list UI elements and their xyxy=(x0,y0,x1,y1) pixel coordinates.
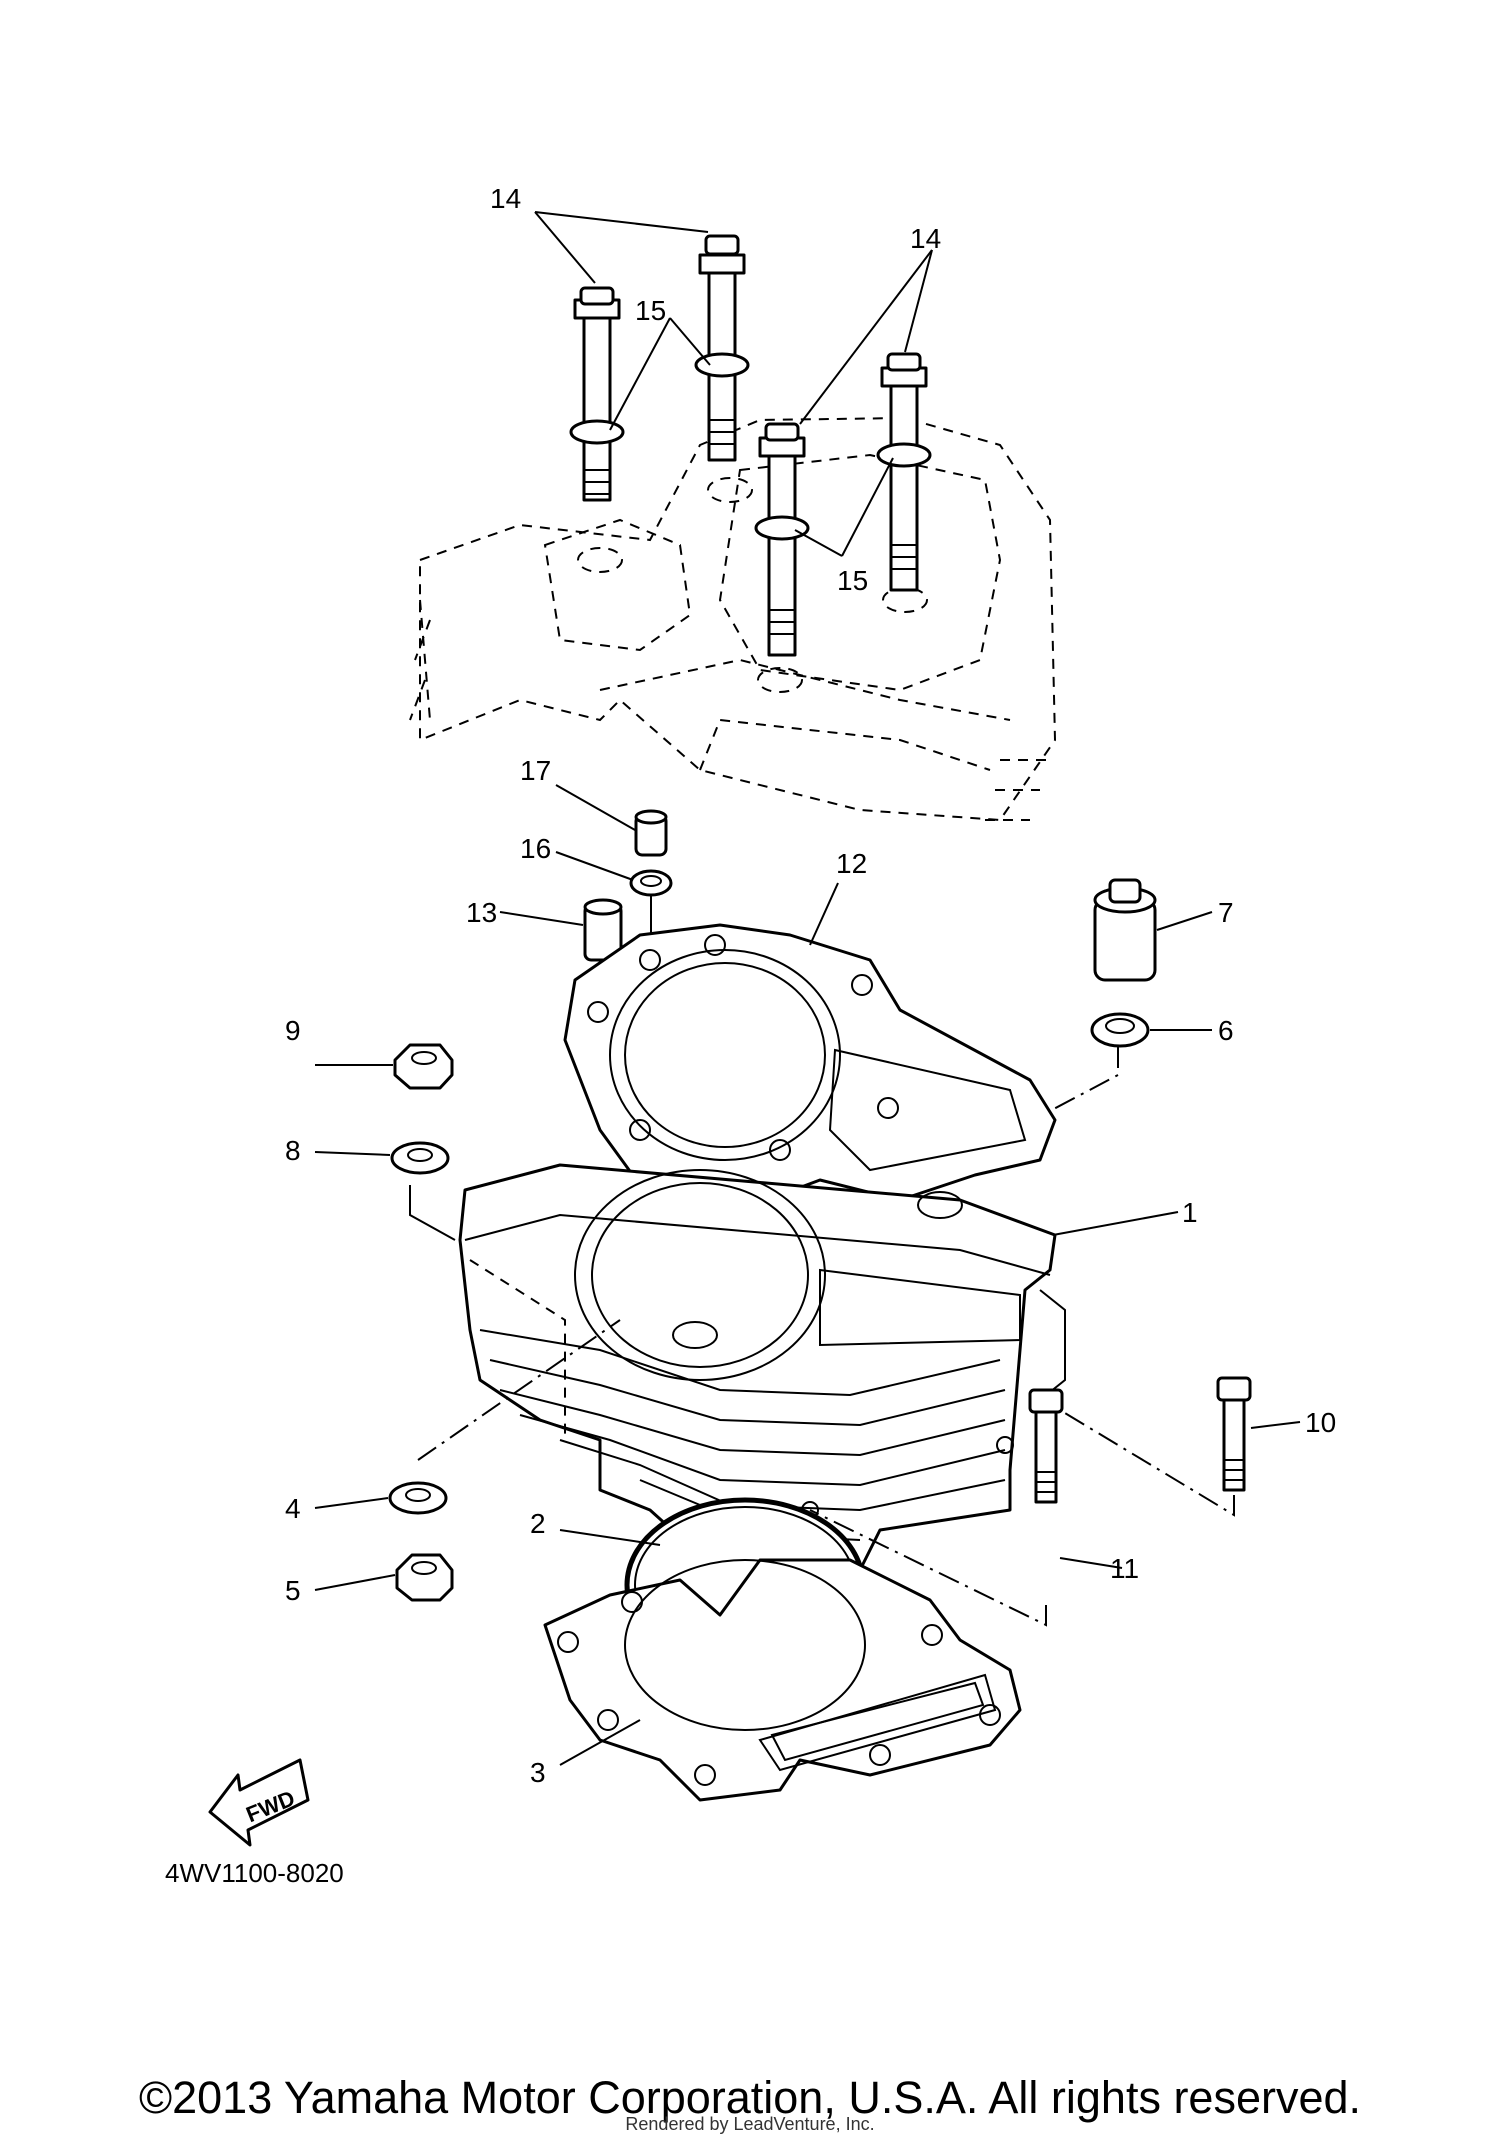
callout-17: 17 xyxy=(520,755,551,786)
cylinder-head-outline xyxy=(409,416,1057,822)
copyright-notice: ©2013 Yamaha Motor Corporation, U.S.A. A… xyxy=(138,2072,1362,2123)
callout-8: 8 xyxy=(285,1135,301,1166)
head-bolt-3 xyxy=(754,422,810,657)
nut-9 xyxy=(393,1043,454,1090)
cylinder-head-gasket-12 xyxy=(563,923,1057,1212)
dowel-17 xyxy=(634,809,668,857)
callout-15b: 15 xyxy=(837,565,868,596)
stud-7 xyxy=(1093,878,1157,982)
callout-5: 5 xyxy=(285,1575,301,1606)
callout-2: 2 xyxy=(530,1508,546,1539)
head-bolts xyxy=(569,234,932,657)
nut-5 xyxy=(395,1553,454,1602)
callout-1: 1 xyxy=(1182,1197,1198,1228)
head-bolt-4 xyxy=(876,352,932,592)
reference-code: 4WV1100-8020 xyxy=(165,1858,344,1888)
washer-4 xyxy=(388,1319,621,1515)
callout-6: 6 xyxy=(1218,1015,1234,1046)
callout-9: 9 xyxy=(285,1015,301,1046)
callout-16: 16 xyxy=(520,833,551,864)
bolt-11 xyxy=(809,1388,1064,1627)
head-bolt-2 xyxy=(694,234,750,462)
rendered-by-notice: Rendered by LeadVenture, Inc. xyxy=(625,2114,875,2134)
callout-numbers: 14 14 15 15 17 16 12 13 7 6 9 8 1 10 4 2… xyxy=(285,183,1336,1788)
callout-15a: 15 xyxy=(635,295,666,326)
callout-13: 13 xyxy=(466,897,497,928)
cylinder-base-gasket-3 xyxy=(543,1558,1022,1802)
callout-3: 3 xyxy=(530,1757,546,1788)
callout-7: 7 xyxy=(1218,897,1234,928)
callout-14b: 14 xyxy=(910,223,941,254)
callout-12: 12 xyxy=(836,848,867,879)
head-bolt-1 xyxy=(569,286,625,502)
fwd-arrow-icon: FWD xyxy=(208,1758,310,1847)
callout-11: 11 xyxy=(1110,1553,1139,1584)
callout-10: 10 xyxy=(1305,1407,1336,1438)
leader-lines xyxy=(314,211,1301,1766)
bolt-10 xyxy=(1034,1376,1252,1517)
o-ring-16 xyxy=(629,869,673,960)
dowel-13 xyxy=(583,898,623,1010)
washer-8 xyxy=(390,1141,456,1241)
cylinder-block-1 xyxy=(458,1163,1066,1592)
callout-14a: 14 xyxy=(490,183,521,214)
callout-4: 4 xyxy=(285,1493,301,1524)
